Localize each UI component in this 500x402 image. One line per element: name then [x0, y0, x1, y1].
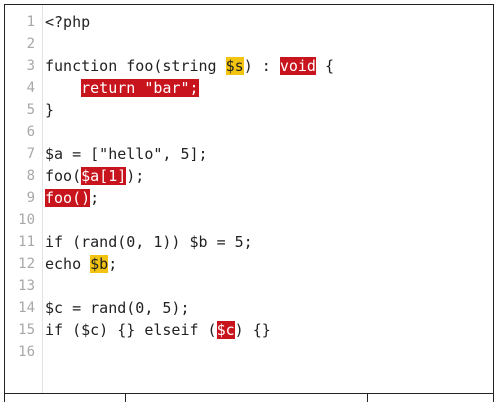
code-area[interactable]: 1 <?php 2 3 function foo(string $s) : void {… [5, 11, 493, 363]
code-token: <?php [45, 13, 91, 31]
code-token: $a = ["hello", 5]; [45, 145, 208, 163]
code-editor-panel[interactable]: 1 <?php 2 3 function foo(string $s) : void {… [4, 4, 494, 394]
line-code[interactable]: $a = ["hello", 5]; [45, 143, 208, 165]
code-line[interactable]: 2 [5, 33, 493, 55]
line-code[interactable]: function foo(string $s) : void { [45, 55, 334, 77]
code-token: } [45, 101, 55, 119]
code-token: ; [108, 255, 118, 273]
line-code[interactable]: return "bar"; [45, 77, 199, 99]
error-highlight: return "bar"; [81, 79, 199, 97]
code-token: ) : [243, 57, 280, 75]
line-number: 1 [26, 14, 35, 30]
code-line[interactable]: 4 return "bar"; [5, 77, 493, 99]
code-token: ; [90, 189, 100, 207]
line-number: 16 [18, 344, 35, 360]
line-number: 11 [18, 234, 35, 250]
line-number: 12 [18, 256, 35, 272]
code-token: foo( [45, 167, 82, 185]
code-line[interactable]: 8 foo($a[1]); [5, 165, 493, 187]
line-code[interactable]: foo(); [45, 187, 99, 209]
code-token: $c = rand(0, 5); [45, 299, 190, 317]
code-line[interactable]: 9 foo(); [5, 187, 493, 209]
error-highlight: foo() [45, 189, 91, 207]
code-line[interactable]: 16 [5, 341, 493, 363]
code-line[interactable]: 5} [5, 99, 493, 121]
code-line[interactable]: 10 [5, 209, 493, 231]
error-highlight: void [279, 57, 316, 75]
line-code[interactable]: if ($c) {} elseif ($c) {} [45, 319, 271, 341]
code-line[interactable]: 6 [5, 121, 493, 143]
line-number: 8 [26, 168, 35, 184]
code-token: echo [45, 255, 91, 273]
code-line[interactable]: 3 function foo(string $s) : void { [5, 55, 493, 77]
warning-highlight: $s [225, 57, 244, 75]
line-number: 14 [18, 300, 35, 316]
line-number: 10 [18, 212, 35, 228]
code-line[interactable]: 12 echo $b; [5, 253, 493, 275]
line-number: 2 [26, 36, 35, 52]
code-token: ); [126, 167, 145, 185]
line-number: 5 [26, 102, 35, 118]
error-highlight: $c [216, 321, 235, 339]
line-code[interactable]: <?php [45, 11, 90, 33]
divider [125, 394, 126, 402]
code-line[interactable]: 14 $c = rand(0, 5); [5, 297, 493, 319]
divider [367, 394, 368, 402]
code-line[interactable]: 7 $a = ["hello", 5]; [5, 143, 493, 165]
code-line[interactable]: 11 if (rand(0, 1)) $b = 5; [5, 231, 493, 253]
line-number: 7 [26, 146, 35, 162]
code-token: if (rand(0, 1)) $b = 5; [45, 233, 253, 251]
line-code[interactable]: if (rand(0, 1)) $b = 5; [45, 231, 253, 253]
gutter-divider [42, 5, 43, 393]
code-token: if ($c) {} elseif ( [45, 321, 217, 339]
warning-highlight: $b [90, 255, 109, 273]
line-code[interactable]: echo $b; [45, 253, 117, 275]
line-number: 4 [26, 80, 35, 96]
line-number: 3 [26, 58, 35, 74]
line-code[interactable]: $c = rand(0, 5); [45, 297, 190, 319]
code-token: ) {} [234, 321, 271, 339]
code-line[interactable]: 15 if ($c) {} elseif ($c) {} [5, 319, 493, 341]
error-highlight: $a[1] [81, 167, 127, 185]
code-line[interactable]: 13 [5, 275, 493, 297]
line-number: 6 [26, 124, 35, 140]
line-number: 13 [18, 278, 35, 294]
line-code[interactable]: } [45, 99, 54, 121]
code-line[interactable]: 1 <?php [5, 11, 493, 33]
code-token [45, 79, 81, 97]
line-number: 9 [26, 190, 35, 206]
code-token: function foo(string [45, 57, 226, 75]
line-code[interactable]: foo($a[1]); [45, 165, 144, 187]
code-token: { [315, 57, 334, 75]
bottom-strip [4, 394, 494, 402]
line-number: 15 [18, 322, 35, 338]
